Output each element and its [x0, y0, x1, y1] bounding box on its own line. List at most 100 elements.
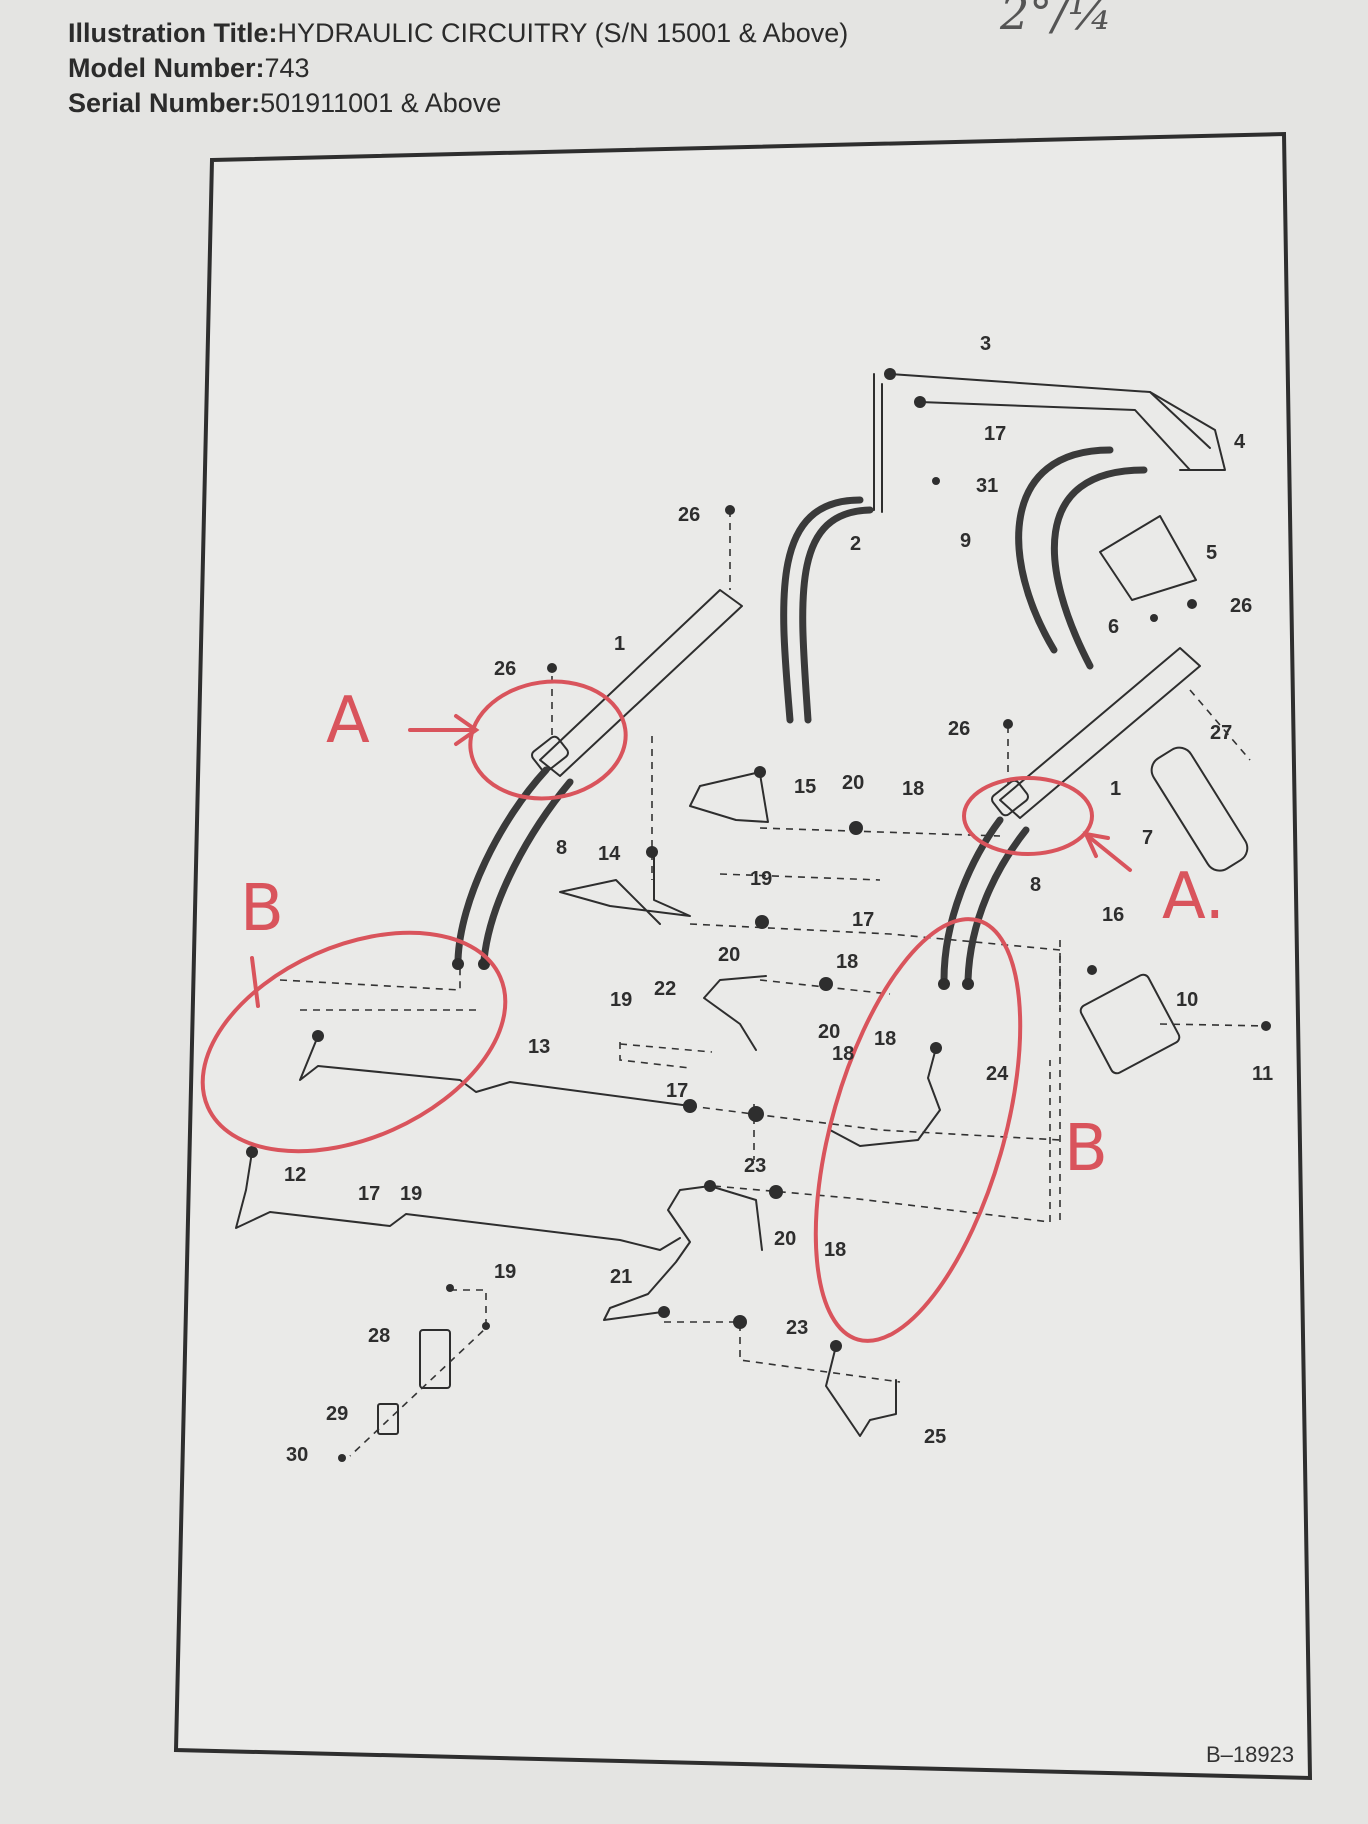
tubeline-21 — [603, 1185, 711, 1321]
model-number-value: 743 — [264, 53, 310, 83]
hose-9-b — [1050, 466, 1148, 670]
dash-5 — [719, 873, 881, 881]
callout-19a: 19 — [750, 868, 772, 890]
bracket-5 — [1099, 515, 1197, 601]
tubeline-12 — [235, 1151, 681, 1251]
callout-18b: 18 — [836, 951, 858, 973]
callout-24: 24 — [986, 1063, 1009, 1085]
callout-19b: 19 — [610, 989, 632, 1011]
illustration-title-row: Illustration Title:HYDRAULIC CIRCUITRY (… — [68, 16, 848, 51]
tee-fitting-23 — [748, 1106, 764, 1122]
serial-number-row: Serial Number:501911001 & Above — [68, 86, 848, 121]
fitting — [1087, 965, 1097, 975]
illustration-title-label: Illustration Title: — [68, 18, 278, 48]
callout-12: 12 — [284, 1164, 306, 1186]
fitting — [930, 1042, 942, 1054]
fitting — [446, 1284, 454, 1292]
callout-29: 29 — [326, 1403, 348, 1425]
cylinder-right — [999, 647, 1201, 819]
serial-number-value: 501911001 & Above — [260, 88, 502, 118]
dash-19 — [1189, 689, 1251, 761]
circle-b-right — [813, 917, 1023, 1343]
hoses — [454, 446, 1148, 984]
document-header: Illustration Title:HYDRAULIC CIRCUITRY (… — [68, 16, 848, 121]
callout-21: 21 — [610, 1266, 632, 1288]
callout-20c: 20 — [818, 1021, 840, 1043]
callout-26d: 26 — [948, 718, 970, 740]
callout-7: 7 — [1142, 827, 1153, 849]
hose-8-left-b — [480, 778, 574, 964]
callout-20b: 20 — [718, 944, 740, 966]
callout-10: 10 — [1176, 989, 1198, 1011]
callout-15: 15 — [794, 776, 816, 798]
fitting — [646, 846, 658, 858]
callout-13: 13 — [528, 1036, 550, 1058]
tubeline-13 — [299, 1035, 691, 1107]
serial-number-label: Serial Number: — [68, 88, 261, 118]
callout-5: 5 — [1206, 542, 1217, 564]
corner-handwriting: 2°/¼ — [1000, 0, 1113, 40]
tubeline-21-branch — [709, 1185, 763, 1251]
callout-23a: 23 — [744, 1155, 766, 1177]
figure-number: B–18923 — [1206, 1742, 1294, 1767]
callout-11: 11 — [1252, 1063, 1273, 1085]
fitting — [1150, 614, 1158, 622]
fitting — [246, 1146, 258, 1158]
tubeline-24 — [829, 1047, 941, 1147]
fitting — [962, 978, 974, 990]
fitting — [1003, 719, 1013, 729]
fitting — [683, 1099, 697, 1113]
callout-17a: 17 — [984, 423, 1006, 445]
fitting — [547, 663, 557, 673]
fitting — [1261, 1021, 1271, 1031]
tee-fitting-23 — [733, 1315, 747, 1329]
hose-2-b — [799, 506, 874, 724]
callout-18c: 18 — [874, 1028, 896, 1050]
callout-6: 6 — [1108, 616, 1119, 638]
hose-9-a — [1015, 446, 1114, 654]
annotation-b-right: B — [1064, 1112, 1108, 1186]
tubeline-4 — [1149, 391, 1226, 471]
fitting — [725, 505, 735, 515]
model-number-label: Model Number: — [68, 53, 265, 83]
callout-17d: 17 — [358, 1183, 380, 1205]
arrow-a-right-head — [1082, 831, 1110, 858]
circle-a-right — [962, 776, 1094, 856]
cylinder-7 — [1150, 746, 1249, 872]
tubeline-15 — [689, 771, 769, 823]
fitting — [338, 1454, 346, 1462]
callout-8a: 8 — [556, 837, 567, 859]
hose-8-right-a — [940, 816, 1004, 984]
callout-26c: 26 — [494, 658, 516, 680]
dash-8 — [619, 1043, 713, 1053]
callout-28: 28 — [368, 1325, 390, 1347]
callout-2: 2 — [850, 533, 861, 555]
tubelines — [235, 373, 1249, 1437]
fitting — [938, 978, 950, 990]
hose-2-a — [780, 496, 864, 724]
dash-12 — [664, 1321, 901, 1383]
callout-17c: 17 — [666, 1080, 688, 1102]
annotation-a-left: A — [326, 684, 370, 758]
callout-4: 4 — [1234, 431, 1246, 453]
callout-27: 27 — [1210, 722, 1232, 744]
tick-b-left — [250, 956, 260, 1008]
dash-4 — [759, 827, 1001, 837]
callout-31: 31 — [976, 475, 998, 497]
dash-14 — [279, 960, 461, 991]
callout-16: 16 — [1102, 904, 1124, 926]
fitting — [884, 368, 896, 380]
fitting — [932, 477, 940, 485]
arrow-a-left-head — [454, 714, 480, 746]
callout-1a: 1 — [614, 633, 625, 655]
arrow-a-right-shaft — [1086, 834, 1132, 872]
callout-17b: 17 — [852, 909, 874, 931]
bracket-28 — [419, 1329, 451, 1389]
fitting — [658, 1306, 670, 1318]
callout-1b: 1 — [1110, 778, 1121, 800]
tee-fitting-20 — [819, 977, 833, 991]
callout-8b: 8 — [1030, 874, 1041, 896]
callout-20d: 20 — [774, 1228, 796, 1250]
callout-14: 14 — [598, 843, 621, 865]
tee-fitting-20 — [849, 821, 863, 835]
